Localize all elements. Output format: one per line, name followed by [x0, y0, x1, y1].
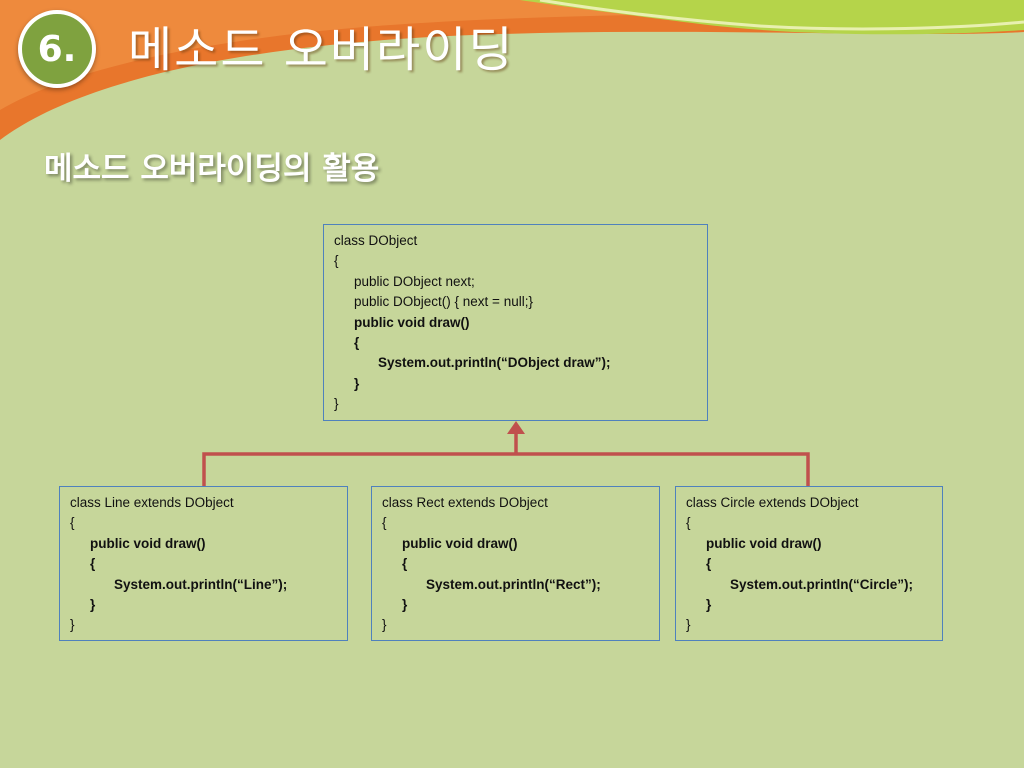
banner-highlight	[0, 0, 1024, 110]
header-banner	[0, 0, 1024, 140]
code-line: class DObject	[334, 233, 418, 248]
banner-green-edge	[539, 0, 1024, 31]
class-box-circle: class Circle extends DObject { public vo…	[675, 486, 943, 641]
code-line: public DObject next;	[354, 273, 475, 289]
code-line: }	[70, 617, 75, 633]
inheritance-arrowhead	[507, 421, 525, 434]
code-line: {	[90, 556, 96, 572]
banner-green-swoosh	[520, 0, 1024, 35]
code-line: {	[70, 515, 75, 531]
code-line: public DObject() { next = null;}	[354, 294, 533, 310]
connector-to-circle	[516, 452, 810, 486]
code-line: System.out.println(“DObject draw”);	[378, 355, 611, 371]
code-line: class Line extends DObject	[70, 495, 234, 510]
code-line: }	[354, 375, 360, 391]
code-line: }	[402, 597, 408, 613]
slide-title: 메소드 오버라이딩	[128, 22, 515, 78]
code-line: {	[382, 515, 387, 531]
code-line: {	[402, 556, 408, 572]
code-line: {	[334, 253, 339, 269]
code-line: {	[354, 335, 360, 351]
section-number-badge: 6.	[18, 10, 96, 88]
code-line: }	[382, 617, 387, 633]
code-line: }	[706, 597, 712, 613]
code-line: System.out.println(“Circle”);	[730, 576, 914, 592]
code-line: public void draw()	[354, 314, 470, 330]
code-line: }	[334, 396, 339, 412]
code-line: class Rect extends DObject	[382, 495, 548, 510]
code-line: {	[686, 515, 691, 531]
class-box-line: class Line extends DObject { public void…	[59, 486, 348, 641]
code-line: }	[686, 617, 691, 633]
code-line: public void draw()	[90, 535, 206, 551]
code-line: public void draw()	[402, 535, 518, 551]
code-line: }	[90, 597, 96, 613]
class-box-dobject: class DObject { public DObject next; pub…	[323, 224, 708, 421]
connector-to-line	[202, 452, 516, 486]
class-box-rect: class Rect extends DObject { public void…	[371, 486, 660, 641]
slide-subtitle: 메소드 오버라이딩의 활용	[44, 151, 380, 187]
code-line: System.out.println(“Rect”);	[426, 576, 601, 592]
code-line: public void draw()	[706, 535, 822, 551]
code-line: System.out.println(“Line”);	[114, 576, 288, 592]
code-line: {	[706, 556, 712, 572]
code-line: class Circle extends DObject	[686, 495, 859, 510]
